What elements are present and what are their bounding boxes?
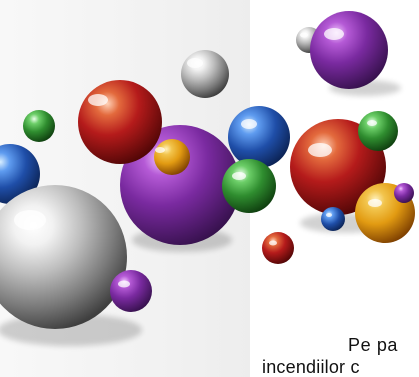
caption-line-2: incendiilor c [262, 357, 360, 377]
large-red-sphere-center [78, 80, 162, 164]
small-green-sphere [23, 110, 55, 142]
small-silver-sphere-top [181, 50, 229, 98]
gold-sphere-center [154, 139, 190, 175]
small-purple-sphere-bottom [110, 270, 152, 312]
green-sphere-center [222, 159, 276, 213]
sphere-highlights [14, 28, 382, 288]
blue-sphere-left [0, 144, 40, 204]
partial-caption-text: Pe pa incendiilor c [262, 334, 419, 377]
small-red-sphere [262, 232, 294, 264]
large-silver-sphere [0, 185, 127, 329]
large-purple-sphere-center [120, 125, 240, 245]
purple-sphere-top-right [310, 11, 388, 89]
tiny-blue-sphere [321, 207, 345, 231]
tiny-purple-sphere-far-right [394, 183, 414, 203]
caption-line-1: Pe pa [348, 335, 399, 355]
green-sphere-right [358, 111, 398, 151]
blue-sphere-center-right [228, 106, 290, 168]
